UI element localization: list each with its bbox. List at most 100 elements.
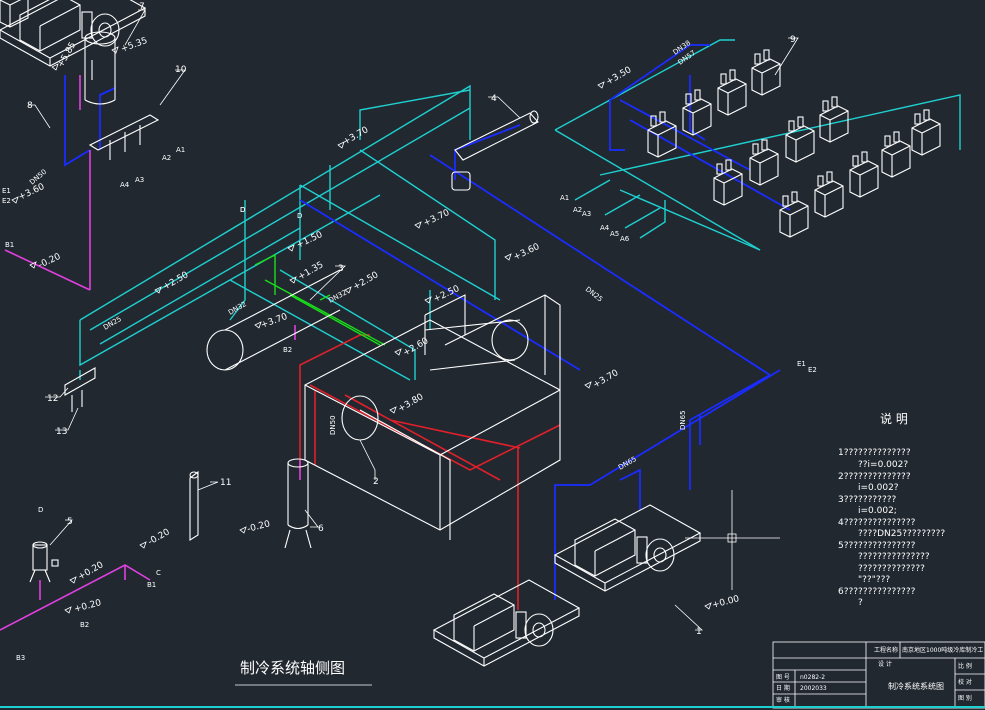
title-block-label: 工程名称	[874, 646, 898, 654]
vertical-tank-6	[284, 458, 312, 549]
note-line: ???????????????	[858, 552, 930, 562]
title-block-label: 校 对	[958, 678, 972, 686]
pipe-size-label: DN65	[617, 455, 638, 472]
note-line: 4???????????????	[838, 518, 916, 528]
title-block-date: 2002033	[800, 685, 827, 692]
equipment-number: 11	[220, 478, 231, 488]
connection-label: A1	[176, 146, 185, 154]
connection-label: D	[297, 212, 302, 220]
equipment-number-labels: 1 2 3 4 5 6 7 8 9 10 11 12 13	[27, 2, 796, 637]
pipe-vessel-4	[451, 110, 539, 191]
equipment-number: 12	[47, 394, 58, 404]
connection-labels: E1 E2 B1 A1 A2 A3 A4 D D A1 A2 A3 A4 A5 …	[2, 146, 817, 662]
elevation-label: +3.80	[397, 392, 426, 415]
connection-label: A4	[120, 181, 130, 189]
pump-sets-1	[0, 0, 701, 667]
note-line: 5???????????????	[838, 541, 916, 551]
header-10	[88, 114, 160, 160]
title-block-project: 南京地区1000吨级冷库制冷工	[902, 646, 983, 654]
elevation-label: +0.20	[73, 598, 102, 615]
title-block-label: 图 号	[776, 674, 790, 681]
connection-label: B3	[16, 654, 25, 662]
title-block-label: 比 例	[958, 662, 972, 670]
separator-5	[29, 541, 59, 583]
connection-label: A6	[620, 235, 630, 243]
title-block-label: 设 计	[878, 660, 892, 668]
return-pipe-network	[79, 39, 961, 381]
note-line: i=0.002;	[858, 506, 897, 516]
elevation-label: +3.50	[605, 65, 634, 88]
equipment-number: 4	[491, 94, 497, 104]
connection-label: A4	[600, 224, 610, 232]
connection-label: A2	[162, 154, 171, 162]
bypass-pipe	[254, 253, 386, 346]
pipe-size-label: DN32	[327, 289, 348, 305]
pipe-size-label: DN65	[679, 410, 687, 430]
pipe-size-label: DN25	[584, 285, 604, 303]
elevation-label: +3.70	[422, 208, 451, 229]
note-line: 1??????????????	[838, 448, 911, 458]
callout-leaders	[28, 9, 799, 686]
elevation-label: +2.50	[352, 270, 381, 293]
connection-label: A3	[135, 176, 144, 184]
evaporator-units-9	[0, 0, 941, 238]
elevation-label: +2.60	[402, 336, 431, 359]
notes-heading: 说 明	[880, 411, 908, 426]
note-line: ??????????????	[858, 564, 925, 574]
elevation-triangles	[11, 46, 712, 614]
connection-label: C	[156, 569, 161, 577]
cylinder-11	[189, 470, 199, 541]
elevation-label: -0.20	[246, 519, 271, 535]
note-line: ????DN25?????????	[858, 529, 945, 539]
elevation-label: -0.20	[147, 527, 172, 547]
equipment-number: 3	[338, 264, 344, 274]
connection-label: A1	[560, 194, 569, 202]
equipment-number: 6	[318, 524, 324, 534]
elevation-label: +3.70	[342, 125, 371, 148]
title-block-drawing-no: n0282-2	[800, 674, 825, 681]
elevation-label: +5.85	[56, 41, 78, 70]
equipment-number: 5	[67, 517, 73, 527]
equipment-number: 7	[139, 2, 145, 12]
makeup-pipe-network	[0, 75, 301, 631]
drawing-title: 制冷系统轴侧图	[240, 659, 345, 677]
connection-label: A3	[582, 210, 591, 218]
connection-label: E2	[2, 197, 11, 205]
title-block-label: 图 别	[958, 694, 972, 702]
pipe-size-label: DN50	[329, 415, 337, 435]
connection-label: E1	[797, 360, 806, 368]
equipment-number: 10	[175, 65, 187, 75]
pipe-size-label: DN32	[227, 300, 248, 317]
connection-label: D	[38, 506, 43, 514]
equipment-number: 13	[56, 427, 67, 437]
equipment-number: 2	[373, 477, 379, 487]
title-block-label: 日 期	[776, 684, 790, 692]
elevation-label: -0.20	[37, 252, 63, 271]
hot-gas-pipe-network	[299, 334, 561, 610]
connection-label: A5	[610, 230, 619, 238]
title-block-label: 审 核	[776, 696, 790, 704]
horizontal-receiver-3	[206, 269, 529, 371]
notes-block: 说 明 1?????????????? ??i=0.002? 2????????…	[838, 411, 945, 608]
elevation-label: +2.50	[162, 270, 191, 293]
connection-label: D	[240, 206, 245, 214]
connection-label: D	[240, 206, 245, 214]
connection-label: B1	[147, 581, 156, 589]
connection-label: B1	[5, 241, 14, 249]
connection-label: E1	[2, 187, 11, 195]
supply-pipe-network	[64, 44, 791, 600]
note-line: ??i=0.002?	[858, 460, 908, 470]
connection-label: E2	[808, 366, 817, 374]
pipe-size-labels: DN50 DN25 DN25 DN32 DN50 DN65 DN65 DN38 …	[28, 39, 697, 472]
equipment-number: 1	[696, 627, 702, 637]
note-line: 3???????????	[838, 495, 896, 505]
note-line: "??"???	[858, 575, 890, 585]
elevation-label: +3.70	[592, 368, 621, 391]
equipment-number: 9	[790, 35, 796, 45]
condenser-2	[304, 294, 561, 540]
cad-crosshair	[685, 490, 780, 590]
elevation-label: +3.60	[512, 242, 541, 263]
title-block: 工程名称 南京地区1000吨级冷库制冷工 设 计 图 号 n0282-2 日 期…	[772, 641, 985, 709]
note-line: 2??????????????	[838, 472, 911, 482]
